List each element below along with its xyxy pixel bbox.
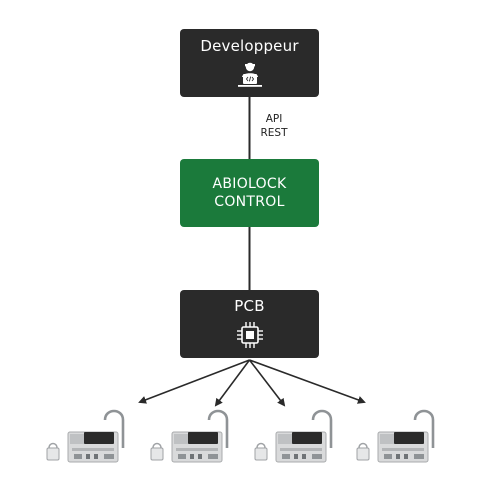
developer-node: Developpeur (180, 29, 319, 97)
padlock-module-icon (355, 409, 435, 464)
arrow-to-lock-4 (249, 359, 366, 404)
padlock-module-icon (149, 409, 229, 464)
pcb-label: PCB (234, 297, 265, 315)
abiolock-control-node: ABIOLOCK CONTROL (180, 159, 319, 227)
developer-laptop-icon (235, 61, 265, 93)
arrow-to-lock-2 (214, 359, 251, 407)
padlock-module-icon (45, 409, 125, 464)
developer-label: Developpeur (200, 37, 299, 55)
padlock-module-icon (253, 409, 333, 464)
api-label-line1: API (265, 113, 283, 125)
abiolock-label-line2: CONTROL (214, 194, 285, 210)
chip-icon (235, 320, 265, 354)
abiolock-control-label: ABIOLOCK CONTROL (180, 175, 319, 211)
pcb-node: PCB (180, 290, 319, 358)
api-label-line2: REST (260, 127, 288, 139)
arrow-to-lock-3 (248, 359, 286, 407)
arrow-to-lock-1 (138, 359, 250, 404)
api-rest-label: API REST (258, 112, 290, 140)
abiolock-label-line1: ABIOLOCK (212, 176, 287, 192)
